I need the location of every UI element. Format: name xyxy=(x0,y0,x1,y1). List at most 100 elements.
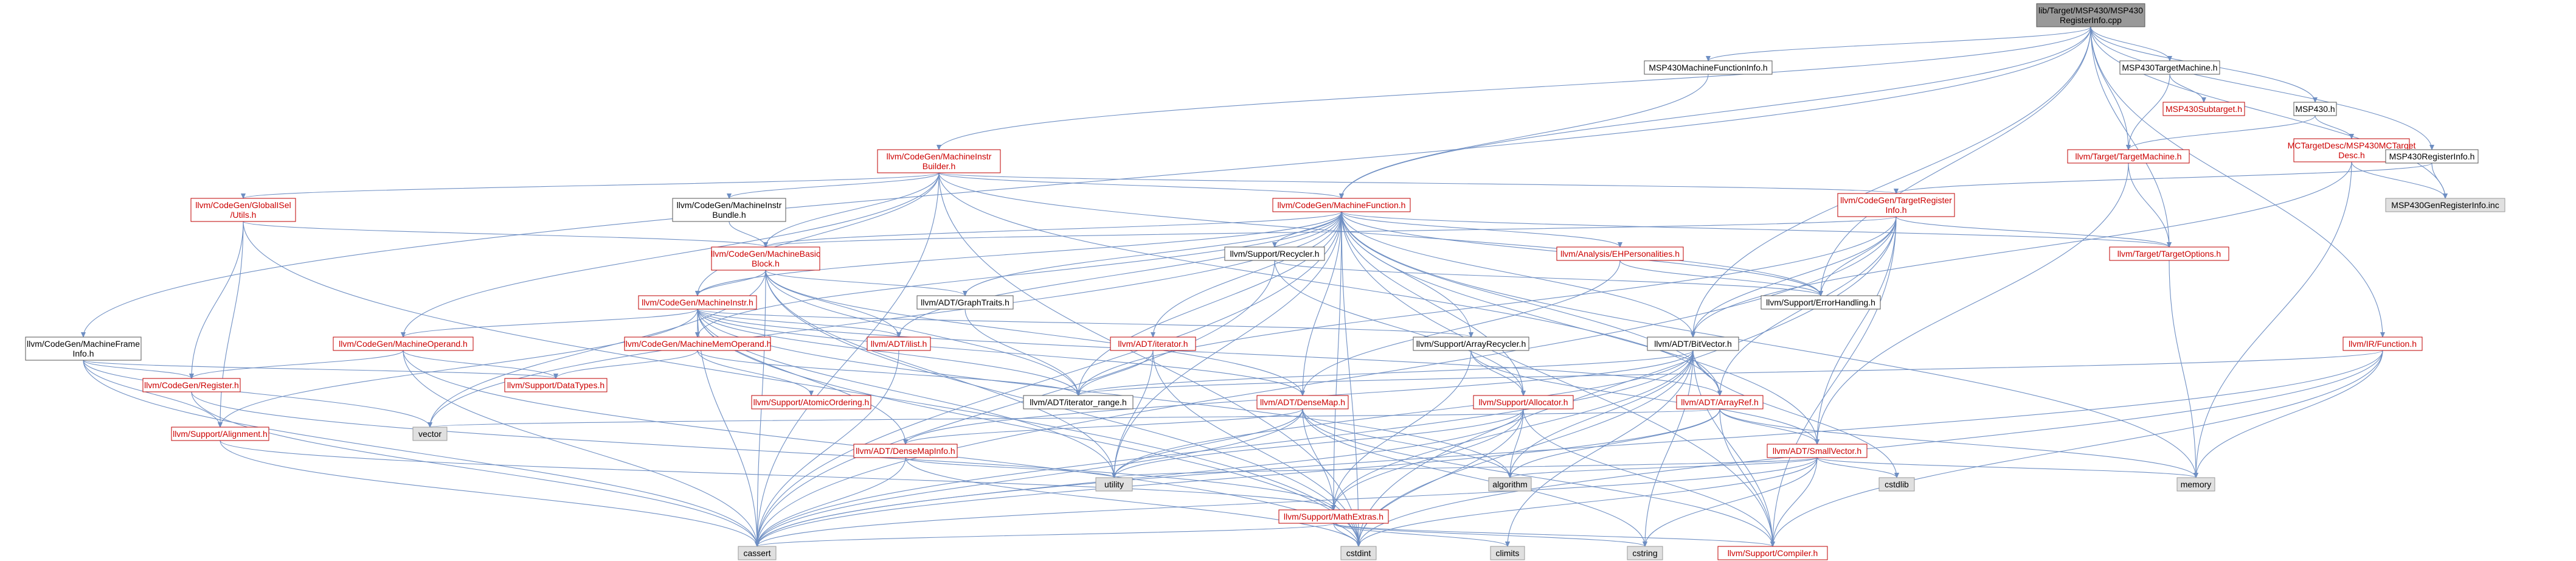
node-cassert-label-0: cassert xyxy=(743,548,770,558)
node-recycler-label-0: llvm/Support/Recycler.h xyxy=(1230,249,1319,259)
edge-irfunc-to-cassert xyxy=(757,350,2383,546)
node-tri-label-0: llvm/CodeGen/TargetRegister xyxy=(1840,195,1952,205)
node-bitvec-box xyxy=(1647,336,1739,351)
node-align-label-0: llvm/Support/Alignment.h xyxy=(173,429,268,439)
edge-densemap-to-cassert xyxy=(757,408,1303,546)
node-mctd-label-0: MCTargetDesc/MSP430MCTarget xyxy=(2288,141,2416,150)
node-mibundle-label-0: llvm/CodeGen/MachineInstr xyxy=(677,200,782,210)
edge-smallvec-to-cassert xyxy=(757,457,1818,546)
node-utility-box xyxy=(1095,477,1133,492)
node-mathext-label-0: llvm/Support/MathExtras.h xyxy=(1284,512,1383,521)
node-recycler[interactable]: llvm/Support/Recycler.h xyxy=(1224,246,1325,261)
node-align[interactable]: llvm/Support/Alignment.h xyxy=(171,427,269,441)
node-mf[interactable]: llvm/CodeGen/MachineFunction.h xyxy=(1272,198,1411,212)
node-smallvec[interactable]: llvm/ADT/SmallVector.h xyxy=(1767,444,1868,458)
node-tm430[interactable]: MSP430TargetMachine.h xyxy=(2119,60,2220,75)
node-mbb-box xyxy=(711,246,820,271)
node-irfunc[interactable]: llvm/IR/Function.h xyxy=(2342,336,2423,351)
node-arrayref[interactable]: llvm/ADT/ArrayRef.h xyxy=(1676,395,1764,409)
node-mf-label-0: llvm/CodeGen/MachineFunction.h xyxy=(1278,200,1406,210)
edge-mf-to-mi xyxy=(698,211,1342,296)
edge-mathext-to-cstdint xyxy=(1333,523,1359,546)
edge-mop-to-cassert xyxy=(403,350,757,546)
edge-tri-to-smallvec xyxy=(1817,216,1897,444)
node-utility: utility xyxy=(1095,477,1133,492)
node-gisel[interactable]: llvm/CodeGen/GlobalISel/Utils.h xyxy=(190,198,296,222)
node-dtypes-box xyxy=(504,378,608,392)
node-sub430[interactable]: MSP430Subtarget.h xyxy=(2162,102,2245,116)
node-dmapinfo[interactable]: llvm/ADT/DenseMapInfo.h xyxy=(853,444,958,458)
node-cstdlib: cstdlib xyxy=(1878,477,1915,492)
node-adtiter[interactable]: llvm/ADT/iterator.h xyxy=(1110,336,1196,351)
node-topt[interactable]: llvm/Target/TargetOptions.h xyxy=(2109,246,2229,261)
edge-mf-to-adtiter xyxy=(1153,211,1342,337)
node-ri430[interactable]: MSP430RegisterInfo.h xyxy=(2385,149,2479,164)
edge-mi-to-align xyxy=(220,308,698,427)
node-iterrange[interactable]: llvm/ADT/iterator_range.h xyxy=(1023,395,1134,409)
node-tgtm[interactable]: llvm/Target/TargetMachine.h xyxy=(2067,149,2190,164)
edge-mop-to-dtypes xyxy=(403,350,556,378)
node-mmo[interactable]: llvm/CodeGen/MachineMemOperand.h xyxy=(624,336,772,351)
edge-mf-to-densemap xyxy=(1303,211,1342,395)
node-irfunc-box xyxy=(2342,336,2423,351)
edge-smallvec-to-algorithm xyxy=(1510,457,1818,478)
edge-mmo-to-iterrange xyxy=(697,350,1078,395)
node-atomic[interactable]: llvm/Support/AtomicOrdering.h xyxy=(751,395,871,409)
node-mop[interactable]: llvm/CodeGen/MachineOperand.h xyxy=(333,336,474,351)
edge-arecycler-to-mathext xyxy=(1334,350,1472,510)
node-dtypes[interactable]: llvm/Support/DataTypes.h xyxy=(504,378,608,392)
node-ehpers-box xyxy=(1556,246,1684,261)
edge-mib-to-mbb xyxy=(766,172,940,247)
node-bitvec[interactable]: llvm/ADT/BitVector.h xyxy=(1647,336,1739,351)
node-densemap[interactable]: llvm/ADT/DenseMap.h xyxy=(1256,395,1349,409)
node-msp430h[interactable]: MSP430.h xyxy=(2293,102,2337,116)
node-arecycler[interactable]: llvm/Support/ArrayRecycler.h xyxy=(1413,336,1529,351)
node-arrayref-label-0: llvm/ADT/ArrayRef.h xyxy=(1681,397,1759,407)
node-errh[interactable]: llvm/Support/ErrorHandling.h xyxy=(1761,295,1881,310)
node-smallvec-label-0: llvm/ADT/SmallVector.h xyxy=(1773,446,1861,456)
edge-bitvec-to-cstdlib xyxy=(1692,350,1897,478)
edge-arrayref-to-memory xyxy=(1719,408,2196,478)
node-ilist[interactable]: llvm/ADT/ilist.h xyxy=(867,336,931,351)
node-climits-label-0: climits xyxy=(1496,548,1520,558)
node-utility-label-0: utility xyxy=(1104,479,1124,489)
node-ehpers-label-0: llvm/Analysis/EHPersonalities.h xyxy=(1560,249,1680,259)
node-graphtraits[interactable]: llvm/ADT/GraphTraits.h xyxy=(916,295,1014,310)
node-reg[interactable]: llvm/CodeGen/Register.h xyxy=(142,378,241,392)
node-mathext[interactable]: llvm/Support/MathExtras.h xyxy=(1278,509,1389,524)
node-memory-box xyxy=(2176,477,2215,492)
edge-mbb-to-mi xyxy=(698,270,766,296)
node-mframe-box xyxy=(25,336,142,361)
node-compiler[interactable]: llvm/Support/Compiler.h xyxy=(1717,546,1828,560)
node-alloc[interactable]: llvm/Support/Allocator.h xyxy=(1473,395,1574,409)
node-mmo-label-0: llvm/CodeGen/MachineMemOperand.h xyxy=(624,339,772,349)
node-tm430-label-0: MSP430TargetMachine.h xyxy=(2122,63,2217,72)
node-reg-box xyxy=(142,378,241,392)
node-mibundle-box xyxy=(672,198,786,222)
edge-alloc-to-algorithm xyxy=(1510,408,1524,478)
edge-mathext-to-cstring xyxy=(1333,523,1645,546)
node-mi[interactable]: llvm/CodeGen/MachineInstr.h xyxy=(638,295,757,310)
node-mfi430[interactable]: MSP430MachineFunctionInfo.h xyxy=(1644,60,1773,75)
edge-smallvec-to-utility xyxy=(1114,457,1818,478)
node-root-label-0: lib/Target/MSP430/MSP430 xyxy=(2038,5,2143,15)
edge-mf-to-memory xyxy=(1341,211,2196,478)
node-root-box xyxy=(2036,3,2145,27)
edge-ehpers-to-densemap xyxy=(1303,260,1621,395)
dependency-edges xyxy=(83,26,2445,546)
node-irfunc-label-0: llvm/IR/Function.h xyxy=(2349,339,2417,349)
node-ehpers[interactable]: llvm/Analysis/EHPersonalities.h xyxy=(1556,246,1684,261)
edge-densemap-to-dmapinfo xyxy=(905,408,1303,444)
node-memory-label-0: memory xyxy=(2181,479,2212,489)
node-gisel-box xyxy=(190,198,296,222)
node-geninc: MSP430GenRegisterInfo.inc xyxy=(2385,198,2505,212)
node-cstdint-label-0: cstdint xyxy=(1346,548,1371,558)
edge-arrayref-to-cassert xyxy=(757,408,1720,546)
node-root[interactable]: lib/Target/MSP430/MSP430RegisterInfo.cpp xyxy=(2036,3,2145,27)
node-cstdlib-box xyxy=(1878,477,1915,492)
